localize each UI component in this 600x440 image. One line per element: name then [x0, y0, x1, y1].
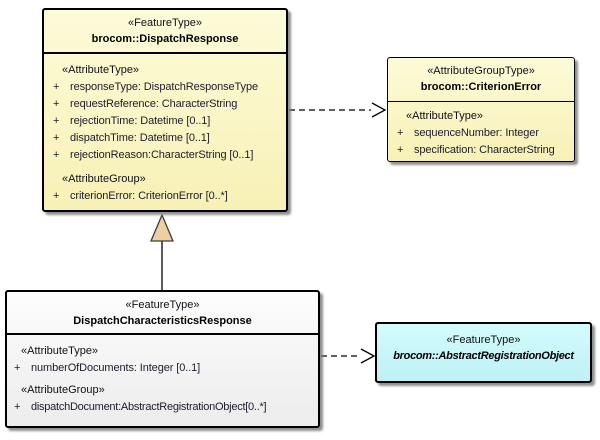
attribute-type-heading: «AttributeType» — [21, 345, 99, 357]
class-header: «FeatureType» brocom::AbstractRegistrati… — [377, 324, 590, 381]
visibility-plus: + — [53, 190, 60, 202]
stereotype-label: «AttributeGroupType» — [427, 65, 535, 77]
attribute-group-heading: «AttributeGroup» — [21, 384, 105, 396]
class-name: brocom::CriterionError — [420, 81, 542, 93]
attribute-row[interactable]: + requestReference: CharacterString — [44, 96, 286, 113]
class-header: «FeatureType» brocom::DispatchResponse — [44, 10, 286, 54]
attribute-type-heading: «AttributeType» — [406, 110, 484, 122]
attribute-text: requestReference: CharacterString — [70, 98, 238, 110]
class-name: DispatchCharacteristicsResponse — [73, 315, 252, 327]
generalization-dispatchcharacteristics-dispatchresponse[interactable] — [150, 213, 174, 290]
attribute-text: responseType: DispatchResponseType — [70, 81, 258, 93]
attribute-compartment: «AttributeType» + numberOfDocuments: Int… — [7, 335, 318, 416]
visibility-plus: + — [53, 149, 60, 161]
class-name: brocom::DispatchResponse — [91, 33, 239, 45]
stereotype-label: «FeatureType» — [446, 334, 521, 346]
visibility-plus: + — [397, 144, 404, 156]
hollow-triangle-arrowhead-icon — [150, 213, 174, 242]
attribute-text: dispatchDocument:AbstractRegistrationObj… — [31, 401, 267, 413]
attribute-text: numberOfDocuments: Integer [0..1] — [31, 362, 201, 374]
class-name: brocom::AbstractRegistrationObject — [393, 350, 574, 362]
class-box-dispatch-response[interactable]: «FeatureType» brocom::DispatchResponse «… — [42, 8, 288, 212]
attribute-text: rejectionTime: Datetime [0..1] — [70, 115, 211, 127]
attribute-row[interactable]: + numberOfDocuments: Integer [0..1] — [7, 360, 318, 377]
stereotype-label: «FeatureType» — [125, 299, 200, 311]
open-arrowhead-icon — [371, 102, 387, 118]
attribute-compartment: «AttributeType» + sequenceNumber: Intege… — [388, 102, 574, 159]
visibility-plus: + — [53, 132, 60, 144]
class-box-abstract-registration-object[interactable]: «FeatureType» brocom::AbstractRegistrati… — [375, 322, 592, 383]
attribute-compartment: «AttributeType» + responseType: Dispatch… — [44, 54, 286, 205]
attribute-row[interactable]: + rejectionTime: Datetime [0..1] — [44, 113, 286, 130]
dependency-dispatchcharacteristics-abstractregistrationobject[interactable] — [321, 348, 376, 364]
attribute-text: specification: CharacterString — [414, 144, 555, 156]
attribute-text: criterionError: CriterionError [0..*] — [70, 190, 228, 202]
attribute-text: sequenceNumber: Integer — [414, 127, 539, 139]
open-arrowhead-icon — [360, 348, 376, 364]
visibility-plus: + — [14, 362, 21, 374]
attribute-row[interactable]: + specification: CharacterString — [388, 142, 574, 159]
attribute-row[interactable]: + criterionError: CriterionError [0..*] — [44, 188, 286, 205]
attribute-text: dispatchTime: Datetime [0..1] — [70, 132, 210, 144]
attribute-type-heading: «AttributeType» — [62, 64, 140, 76]
visibility-plus: + — [14, 401, 21, 413]
class-box-criterion-error[interactable]: «AttributeGroupType» brocom::CriterionEr… — [387, 57, 575, 162]
attribute-row[interactable]: + dispatchTime: Datetime [0..1] — [44, 130, 286, 147]
dependency-dispatchresponse-criterionerror[interactable] — [289, 102, 387, 118]
class-box-dispatch-characteristics-response[interactable]: «FeatureType» DispatchCharacteristicsRes… — [5, 290, 320, 428]
visibility-plus: + — [53, 81, 60, 93]
class-header: «FeatureType» DispatchCharacteristicsRes… — [7, 292, 318, 335]
attribute-row[interactable]: + sequenceNumber: Integer — [388, 125, 574, 142]
attribute-group-heading: «AttributeGroup» — [62, 173, 146, 185]
stereotype-label: «FeatureType» — [128, 17, 202, 29]
attribute-row[interactable]: + dispatchDocument:AbstractRegistrationO… — [7, 399, 318, 416]
visibility-plus: + — [53, 115, 60, 127]
attribute-row[interactable]: + responseType: DispatchResponseType — [44, 79, 286, 96]
visibility-plus: + — [53, 98, 60, 110]
attribute-text: rejectionReason:CharacterString [0..1] — [70, 149, 254, 161]
class-header: «AttributeGroupType» brocom::CriterionEr… — [388, 58, 574, 102]
attribute-row[interactable]: + rejectionReason:CharacterString [0..1] — [44, 147, 286, 164]
visibility-plus: + — [397, 127, 404, 139]
